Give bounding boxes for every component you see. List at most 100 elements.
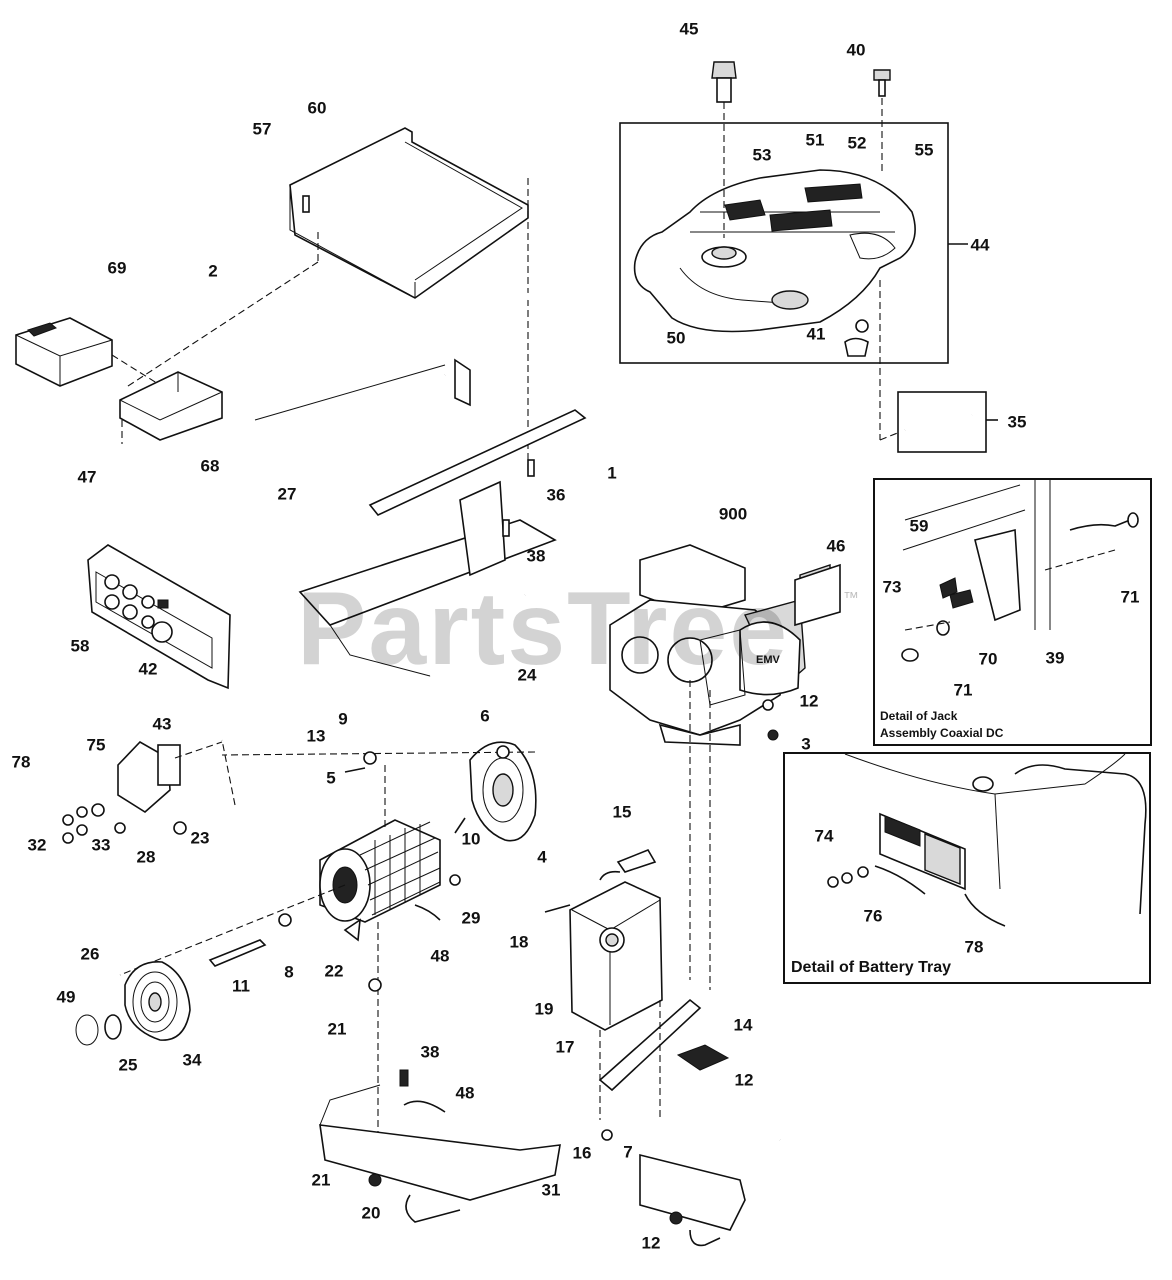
callout-12-engine[interactable]: 12 [799,691,819,711]
callout-53[interactable]: 53 [752,145,772,165]
callout-9[interactable]: 9 [338,709,348,729]
main-frame [236,286,587,692]
callout-35[interactable]: 35 [1007,412,1027,432]
jack-detail-inset: 59 73 71 70 71 39 Detail of Jack Assembl… [873,478,1152,746]
jack-detail-caption-line1: Detail of Jack [880,709,958,723]
callout-19[interactable]: 19 [534,999,554,1019]
callout-13[interactable]: 13 [306,726,326,746]
callout-47[interactable]: 47 [77,467,97,487]
callout-45[interactable]: 45 [679,19,699,39]
callout-49[interactable]: 49 [56,987,76,1007]
callout-57[interactable]: 57 [252,119,272,139]
callout-58[interactable]: 58 [70,636,90,656]
engine-adapter [221,741,537,842]
callout-43[interactable]: 43 [152,714,172,734]
callout-18[interactable]: 18 [509,932,529,952]
callout-68[interactable]: 68 [200,456,220,476]
callout-38-upper[interactable]: 38 [526,546,546,566]
callout-21-upper[interactable]: 21 [327,1019,347,1039]
callout-78-main[interactable]: 78 [11,752,31,772]
fuel-line-hose [897,391,998,453]
callout-5[interactable]: 5 [326,768,336,788]
fasteners [114,195,779,1225]
callout-8[interactable]: 8 [284,962,294,982]
callout-50[interactable]: 50 [666,328,686,348]
battery-callout-76[interactable]: 76 [863,906,883,926]
callout-21-lower[interactable]: 21 [311,1170,331,1190]
callout-40[interactable]: 40 [846,40,866,60]
callout-75[interactable]: 75 [86,735,106,755]
callout-900[interactable]: 900 [718,504,748,524]
left-base-rail [274,1080,561,1223]
muffler [569,849,663,1031]
jack-callout-39[interactable]: 39 [1045,648,1065,668]
jack-detail-drawing [901,480,1139,662]
jack-detail-caption-line2: Assembly Coaxial DC [880,726,1004,740]
callout-29[interactable]: 29 [461,908,481,928]
battery [15,317,161,387]
callout-31[interactable]: 31 [541,1180,561,1200]
jack-callout-71-bottom[interactable]: 71 [953,680,973,700]
air-filter-element [794,563,841,627]
right-base-rail [639,1139,788,1247]
callout-55[interactable]: 55 [914,140,934,160]
callout-33[interactable]: 33 [91,835,111,855]
callout-36[interactable]: 36 [546,485,566,505]
callout-26[interactable]: 26 [80,944,100,964]
callout-44[interactable]: 44 [970,235,990,255]
callout-25[interactable]: 25 [118,1055,138,1075]
callout-38-lower[interactable]: 38 [420,1042,440,1062]
callout-16[interactable]: 16 [572,1143,592,1163]
callout-23[interactable]: 23 [190,828,210,848]
callout-2[interactable]: 2 [208,261,218,281]
callout-11[interactable]: 11 [232,976,250,996]
callout-3[interactable]: 3 [801,734,811,754]
callout-22[interactable]: 22 [324,961,344,981]
battery-detail-caption: Detail of Battery Tray [791,959,952,976]
battery-tray [119,371,223,444]
callout-32[interactable]: 32 [27,835,47,855]
callout-34[interactable]: 34 [182,1050,202,1070]
alternator-stator [119,765,441,1160]
tank-support-bracket [124,127,529,470]
callout-1[interactable]: 1 [607,463,617,483]
callout-24[interactable]: 24 [517,665,537,685]
callout-48-lower[interactable]: 48 [455,1083,475,1103]
battery-callout-74[interactable]: 74 [814,826,834,846]
callout-41[interactable]: 41 [806,324,826,344]
muffler-bracket [598,680,711,1120]
outlet-group [62,740,223,844]
callout-28[interactable]: 28 [136,847,156,867]
callout-12-mount[interactable]: 12 [734,1070,754,1090]
callout-4[interactable]: 4 [537,847,547,867]
rear-end-cover [75,961,191,1046]
jack-callout-71-top[interactable]: 71 [1120,587,1140,607]
callout-46[interactable]: 46 [826,536,846,556]
callout-6[interactable]: 6 [480,706,490,726]
callout-17[interactable]: 17 [555,1037,575,1057]
through-bolt [208,939,267,967]
battery-callout-78[interactable]: 78 [964,937,984,957]
callout-7[interactable]: 7 [623,1142,633,1162]
callout-42[interactable]: 42 [138,659,158,679]
callout-48-main[interactable]: 48 [430,946,450,966]
callout-51[interactable]: 51 [805,130,825,150]
battery-tray-detail-inset: 74 76 78 Detail of Battery Tray [783,752,1151,984]
control-panel [87,544,231,690]
jack-callout-59[interactable]: 59 [909,516,929,536]
jack-callout-73[interactable]: 73 [882,577,902,597]
battery-tray-detail-drawing [827,754,1147,927]
jack-callout-70[interactable]: 70 [978,649,998,669]
callout-52[interactable]: 52 [847,133,867,153]
vibration-mount [676,1044,730,1071]
trademark-symbol: ™ [843,590,859,607]
callout-69[interactable]: 69 [107,258,127,278]
callout-60[interactable]: 60 [307,98,327,118]
callout-20[interactable]: 20 [361,1203,381,1223]
callout-10[interactable]: 10 [461,829,481,849]
callout-27[interactable]: 27 [277,484,297,504]
callout-14[interactable]: 14 [733,1015,753,1035]
callout-12-rail[interactable]: 12 [641,1233,661,1253]
callout-15[interactable]: 15 [612,802,632,822]
